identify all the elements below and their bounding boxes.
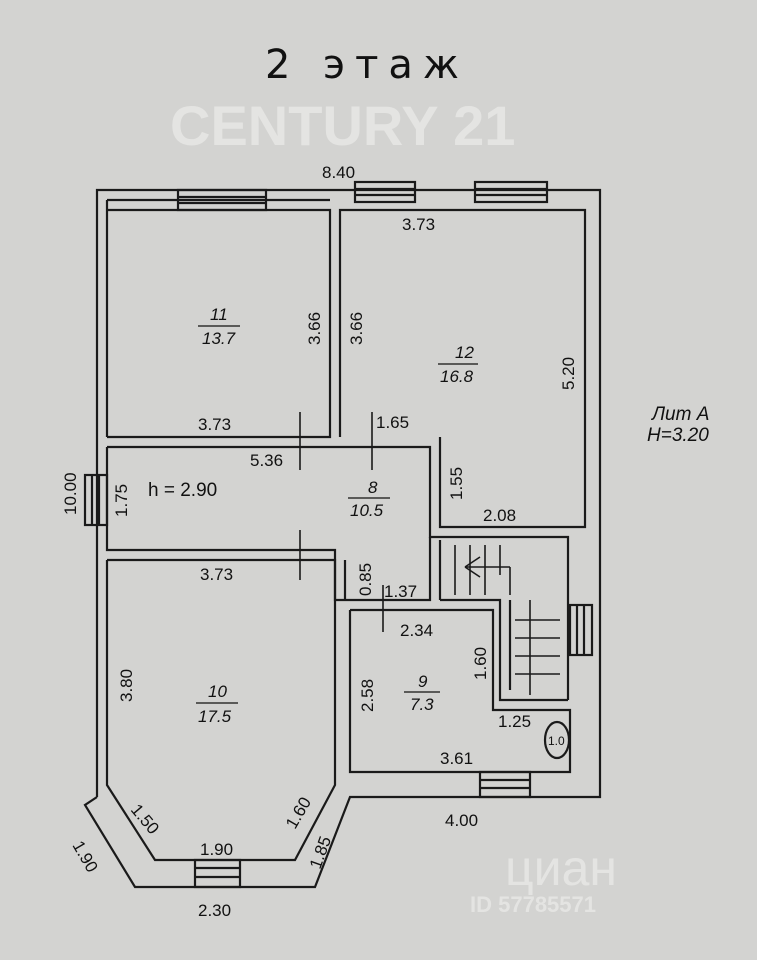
dims-total_width-label: 8.40: [322, 163, 355, 182]
dims-corr_left-label: 1.75: [112, 484, 131, 517]
dims-corr_v-label: 0.85: [356, 563, 375, 596]
dims-r12_bottom-label: 2.08: [483, 506, 516, 525]
dims-corr_b-label: 1.37: [384, 582, 417, 601]
dims-r12_top-label: 3.73: [402, 215, 435, 234]
dims-wc-label: 1.25: [498, 712, 531, 731]
dims-r9_right-label: 1.60: [471, 647, 490, 680]
room-10-area: 17.5: [198, 707, 232, 726]
dims-outer_r-label: 1.85: [306, 834, 335, 872]
dims-r12_left-label: 3.66: [347, 312, 366, 345]
dims-oct_b-label: 1.90: [200, 840, 233, 859]
dims-oct_r-label: 1.60: [282, 794, 315, 832]
dims-outer_b-label: 2.30: [198, 901, 231, 920]
dims-r9_top-label: 2.34: [400, 621, 433, 640]
cian-watermark: циан: [505, 840, 617, 896]
room-9-area: 7.3: [410, 695, 434, 714]
floor-title: 2 этаж: [265, 42, 469, 88]
dims-outer_l-label: 1.90: [69, 838, 102, 876]
room-9: 9 7.3: [404, 672, 440, 714]
lit-label: Лит А: [650, 404, 709, 425]
room-12: 12 16.8: [438, 343, 478, 386]
room-8-area: 10.5: [350, 501, 384, 520]
dims-r10_left-label: 3.80: [117, 669, 136, 702]
room-11: 11 13.7: [198, 305, 240, 348]
room-8-number: 8: [368, 478, 378, 497]
dims-r9_left-label: 2.58: [358, 679, 377, 712]
dims-oct_l-label: 1.50: [127, 800, 163, 838]
dims-r9_bottom-label: 3.61: [440, 749, 473, 768]
walls: [83, 180, 602, 889]
dimensions: 8.40 10.00 3.73 3.66 3.66 5.20 3.73 5.36…: [61, 163, 578, 920]
dims-corr_top-label: 5.36: [250, 451, 283, 470]
room-10: 10 17.5: [196, 682, 238, 726]
room-9-number: 9: [418, 672, 428, 691]
dims-wc_small-label: 1.0: [548, 734, 565, 748]
dims-r12_right-label: 5.20: [559, 357, 578, 390]
room-12-area: 16.8: [440, 367, 474, 386]
room-12-number: 12: [455, 343, 474, 362]
room-8: 8 10.5: [348, 478, 390, 520]
room-11-area: 13.7: [202, 329, 236, 348]
room-11-number: 11: [210, 305, 228, 324]
room-10-number: 10: [208, 682, 227, 701]
dims-r11_right-label: 3.66: [305, 312, 324, 345]
dims-bottom_right-label: 4.00: [445, 811, 478, 830]
dims-corr_step-label: 1.65: [376, 413, 409, 432]
dims-r11_bottom-label: 3.73: [198, 415, 231, 434]
cian-id-watermark: ID 57785571: [470, 892, 596, 917]
dims-r10_top-label: 3.73: [200, 565, 233, 584]
ceiling-height: h = 2.90: [148, 480, 217, 501]
dims-total_height-label: 10.00: [61, 472, 80, 515]
dims-corr_right-label: 1.55: [447, 467, 466, 500]
lit-height: H=3.20: [647, 425, 709, 446]
century21-watermark: CENTURY 21: [170, 94, 515, 157]
